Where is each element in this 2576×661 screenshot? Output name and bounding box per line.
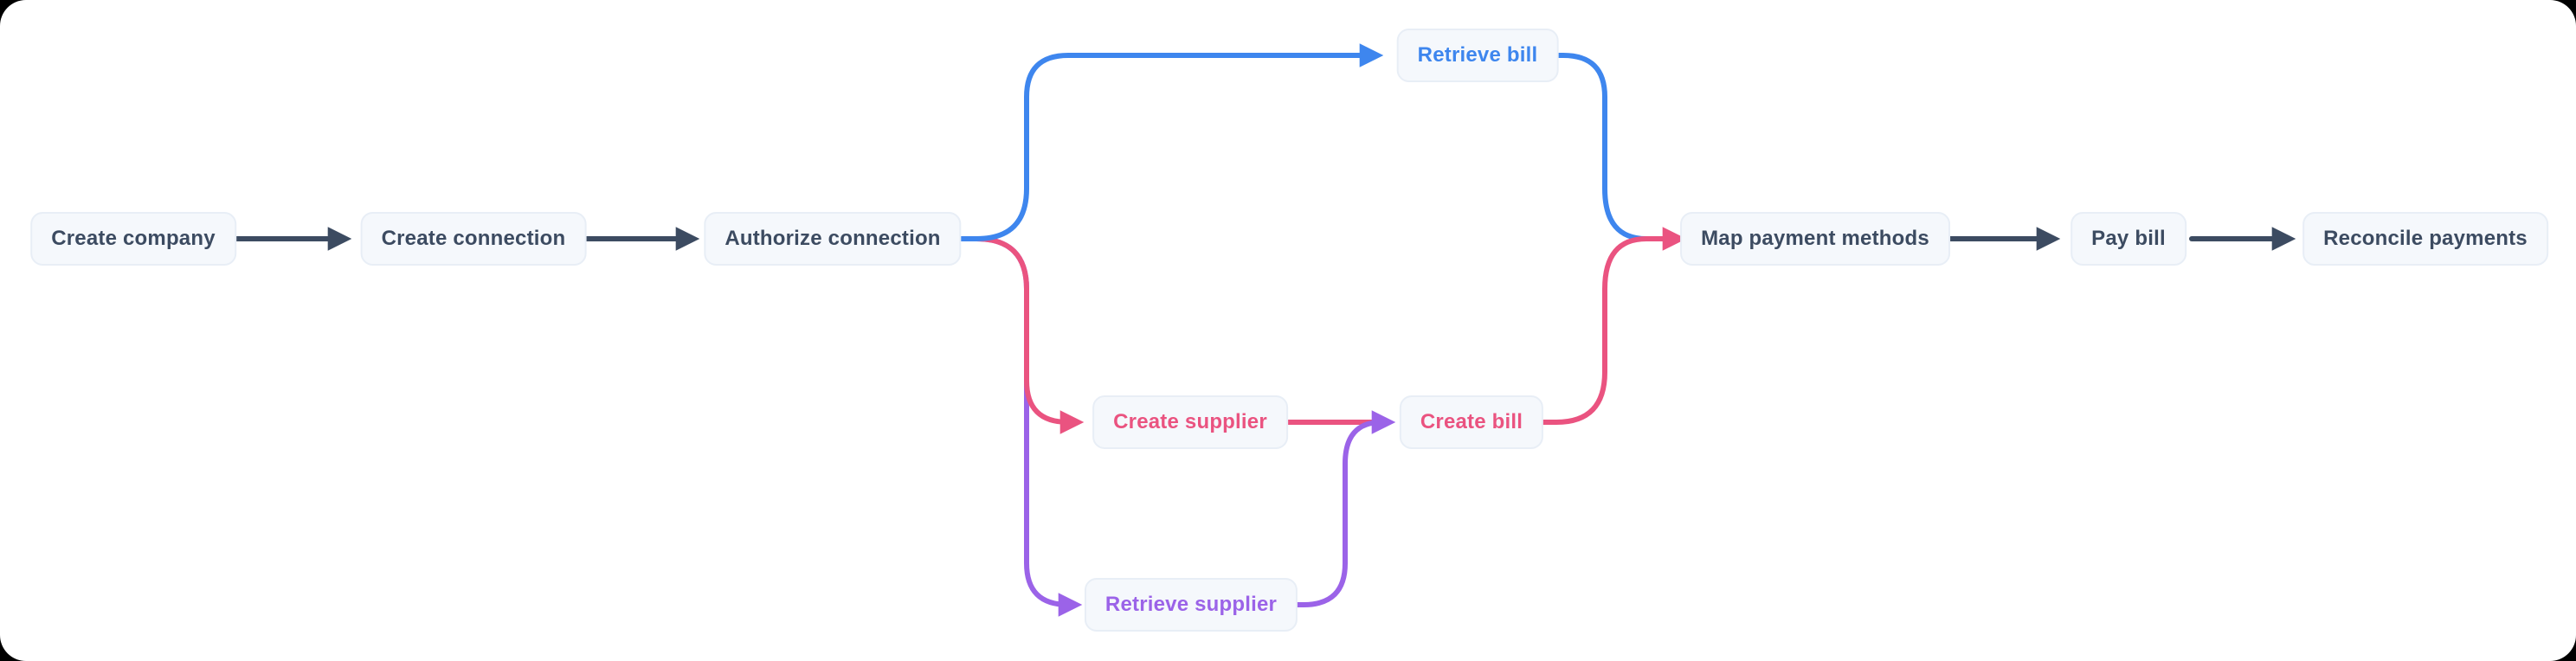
node-retrieve-supplier[interactable]: Retrieve supplier (1084, 578, 1298, 632)
edge-authorize-to-retrieve-bill (950, 43, 1384, 241)
node-map-payment-methods[interactable]: Map payment methods (1680, 212, 1950, 266)
node-reconcile-payments[interactable]: Reconcile payments (2302, 212, 2548, 266)
node-create-supplier[interactable]: Create supplier (1092, 395, 1288, 449)
node-pay-bill[interactable]: Pay bill (2070, 212, 2186, 266)
edge-create-bill-to-map (1538, 227, 1687, 425)
node-create-company[interactable]: Create company (30, 212, 236, 266)
node-create-connection[interactable]: Create connection (360, 212, 587, 266)
node-retrieve-bill[interactable]: Retrieve bill (1396, 29, 1559, 82)
edge-retrieve-supplier-to-create-bill (1291, 410, 1396, 607)
edge-retrieve-bill-to-map (1555, 53, 1659, 241)
node-create-bill[interactable]: Create bill (1399, 395, 1544, 449)
node-authorize-connection[interactable]: Authorize connection (704, 212, 962, 266)
edge-authorize-to-create-supplier (950, 236, 1085, 434)
